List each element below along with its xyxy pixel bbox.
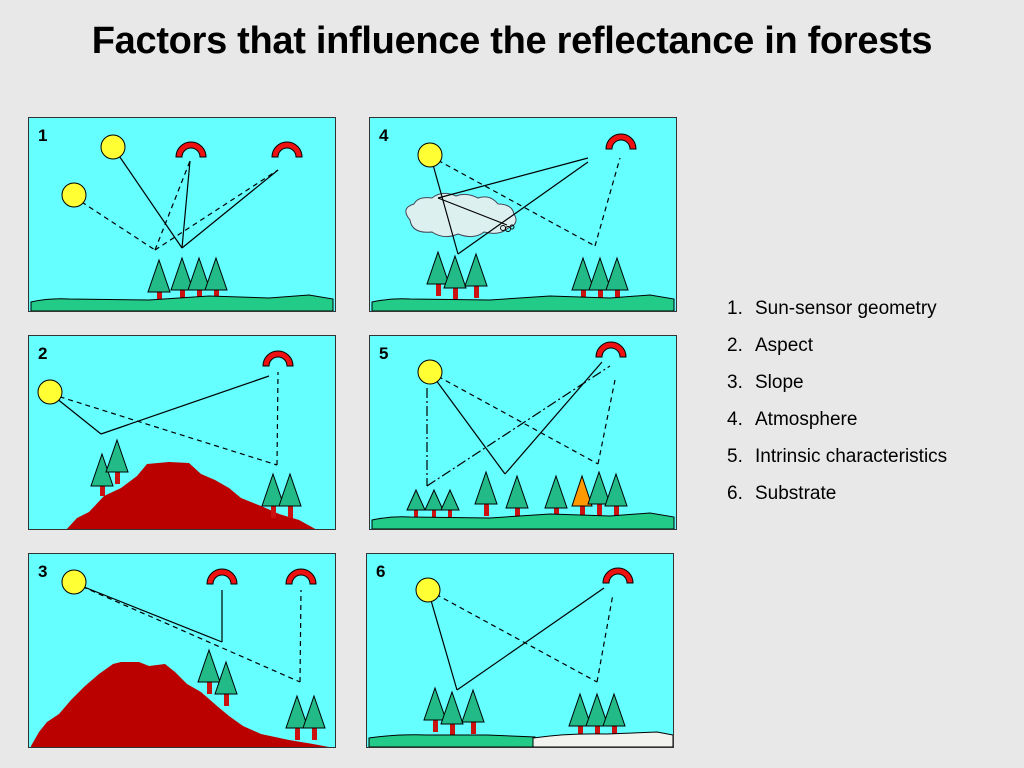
- ground: [371, 512, 675, 529]
- factor-item: 3. Slope: [727, 370, 947, 407]
- diagram-6: [368, 567, 673, 747]
- diagram-5: [371, 341, 675, 529]
- factor-number: 6.: [727, 483, 743, 504]
- sensor-icon: [605, 133, 637, 150]
- tree-icon: [187, 256, 211, 302]
- cloud-icon: [405, 192, 517, 238]
- hill: [31, 662, 329, 747]
- panel-slope: 3: [28, 553, 336, 748]
- sun-icon: [417, 359, 443, 385]
- factor-item: 5. Intrinsic characteristics: [727, 444, 947, 481]
- tree-icon: [423, 686, 447, 732]
- factor-number: 3.: [727, 372, 743, 393]
- factor-item: 2. Aspect: [727, 333, 947, 370]
- tree-icon: [440, 488, 460, 518]
- tree-icon: [568, 692, 592, 738]
- substrate-patch: [532, 731, 673, 747]
- ground: [371, 294, 675, 311]
- ground: [30, 294, 334, 311]
- tree-icon: [285, 694, 309, 740]
- sun-icon: [37, 379, 63, 405]
- diagram-3: [31, 568, 329, 747]
- tree-icon: [587, 470, 611, 516]
- tree-icon: [605, 256, 629, 302]
- tree-icon: [147, 258, 171, 304]
- tree-icon: [505, 474, 529, 520]
- tree-icon: [278, 472, 302, 518]
- panel-aspect: 2: [28, 335, 336, 530]
- tree-icon: [426, 250, 450, 296]
- sun-icon: [415, 577, 441, 603]
- tree-icon: [604, 472, 628, 518]
- page-title: Factors that influence the reflectance i…: [91, 20, 933, 62]
- panel-number: 4: [379, 126, 389, 145]
- panel-sun-sensor-geometry: 1: [28, 117, 336, 312]
- sensor-icon: [285, 568, 317, 585]
- tree-icon: [443, 254, 467, 300]
- tree-icon: [261, 472, 285, 518]
- factor-number: 2.: [727, 335, 743, 356]
- tree-icon: [602, 692, 626, 738]
- tree-icon: [585, 692, 609, 738]
- sensor-icon: [175, 141, 207, 158]
- factor-item: 6. Substrate: [727, 481, 947, 518]
- factor-number: 1.: [727, 298, 743, 319]
- factor-text: Intrinsic characteristics: [755, 446, 948, 467]
- tree-icon: [571, 256, 595, 302]
- sensor-icon: [602, 567, 634, 584]
- panel-substrate: 6: [366, 553, 674, 748]
- sensor-icon: [206, 568, 238, 585]
- tree-icon: [464, 252, 488, 298]
- factor-text: Slope: [755, 372, 804, 393]
- tree-icon: [197, 648, 221, 694]
- tree-icon: [474, 470, 498, 516]
- tree-icon-highlighted: [571, 474, 593, 518]
- tree-icon: [544, 474, 568, 520]
- factor-list: 1. Sun-sensor geometry 2. Aspect 3. Slope 4…: [727, 296, 947, 518]
- tree-icon: [170, 256, 194, 302]
- factor-item: 4. Atmosphere: [727, 407, 947, 444]
- panel-number: 1: [38, 126, 48, 145]
- sun-icon: [61, 182, 87, 208]
- tree-icon: [440, 690, 464, 736]
- diagram-2: [37, 350, 316, 529]
- panel-intrinsic-characteristics: 5: [369, 335, 677, 530]
- panel-number: 5: [379, 344, 389, 363]
- panel-atmosphere: 4: [369, 117, 677, 312]
- sun-icon: [417, 142, 443, 168]
- hill: [66, 462, 316, 529]
- tree-icon: [204, 256, 228, 302]
- ground: [368, 734, 536, 747]
- tree-icon: [588, 256, 612, 302]
- tree-icon: [424, 488, 444, 518]
- diagram-1: [30, 134, 334, 311]
- tree-icon: [302, 694, 326, 740]
- sun-icon: [61, 569, 87, 595]
- tree-icon: [214, 660, 238, 706]
- factor-text: Atmosphere: [755, 409, 858, 430]
- sun-icon: [100, 134, 126, 160]
- panel-number: 2: [38, 344, 48, 363]
- tree-icon: [406, 488, 426, 518]
- diagram-4: [371, 133, 675, 311]
- factor-text: Aspect: [755, 335, 814, 356]
- sensor-icon: [271, 141, 303, 158]
- factor-text: Sun-sensor geometry: [755, 298, 937, 319]
- sensor-icon: [262, 350, 294, 367]
- sensor-icon: [595, 341, 627, 358]
- factor-item: 1. Sun-sensor geometry: [727, 296, 947, 333]
- panel-number: 6: [376, 562, 386, 581]
- panel-number: 3: [38, 562, 48, 581]
- factor-text: Substrate: [755, 483, 837, 504]
- tree-icon: [105, 438, 129, 484]
- tree-icon: [461, 688, 485, 734]
- factor-number: 5.: [727, 446, 743, 467]
- factor-number: 4.: [727, 409, 743, 430]
